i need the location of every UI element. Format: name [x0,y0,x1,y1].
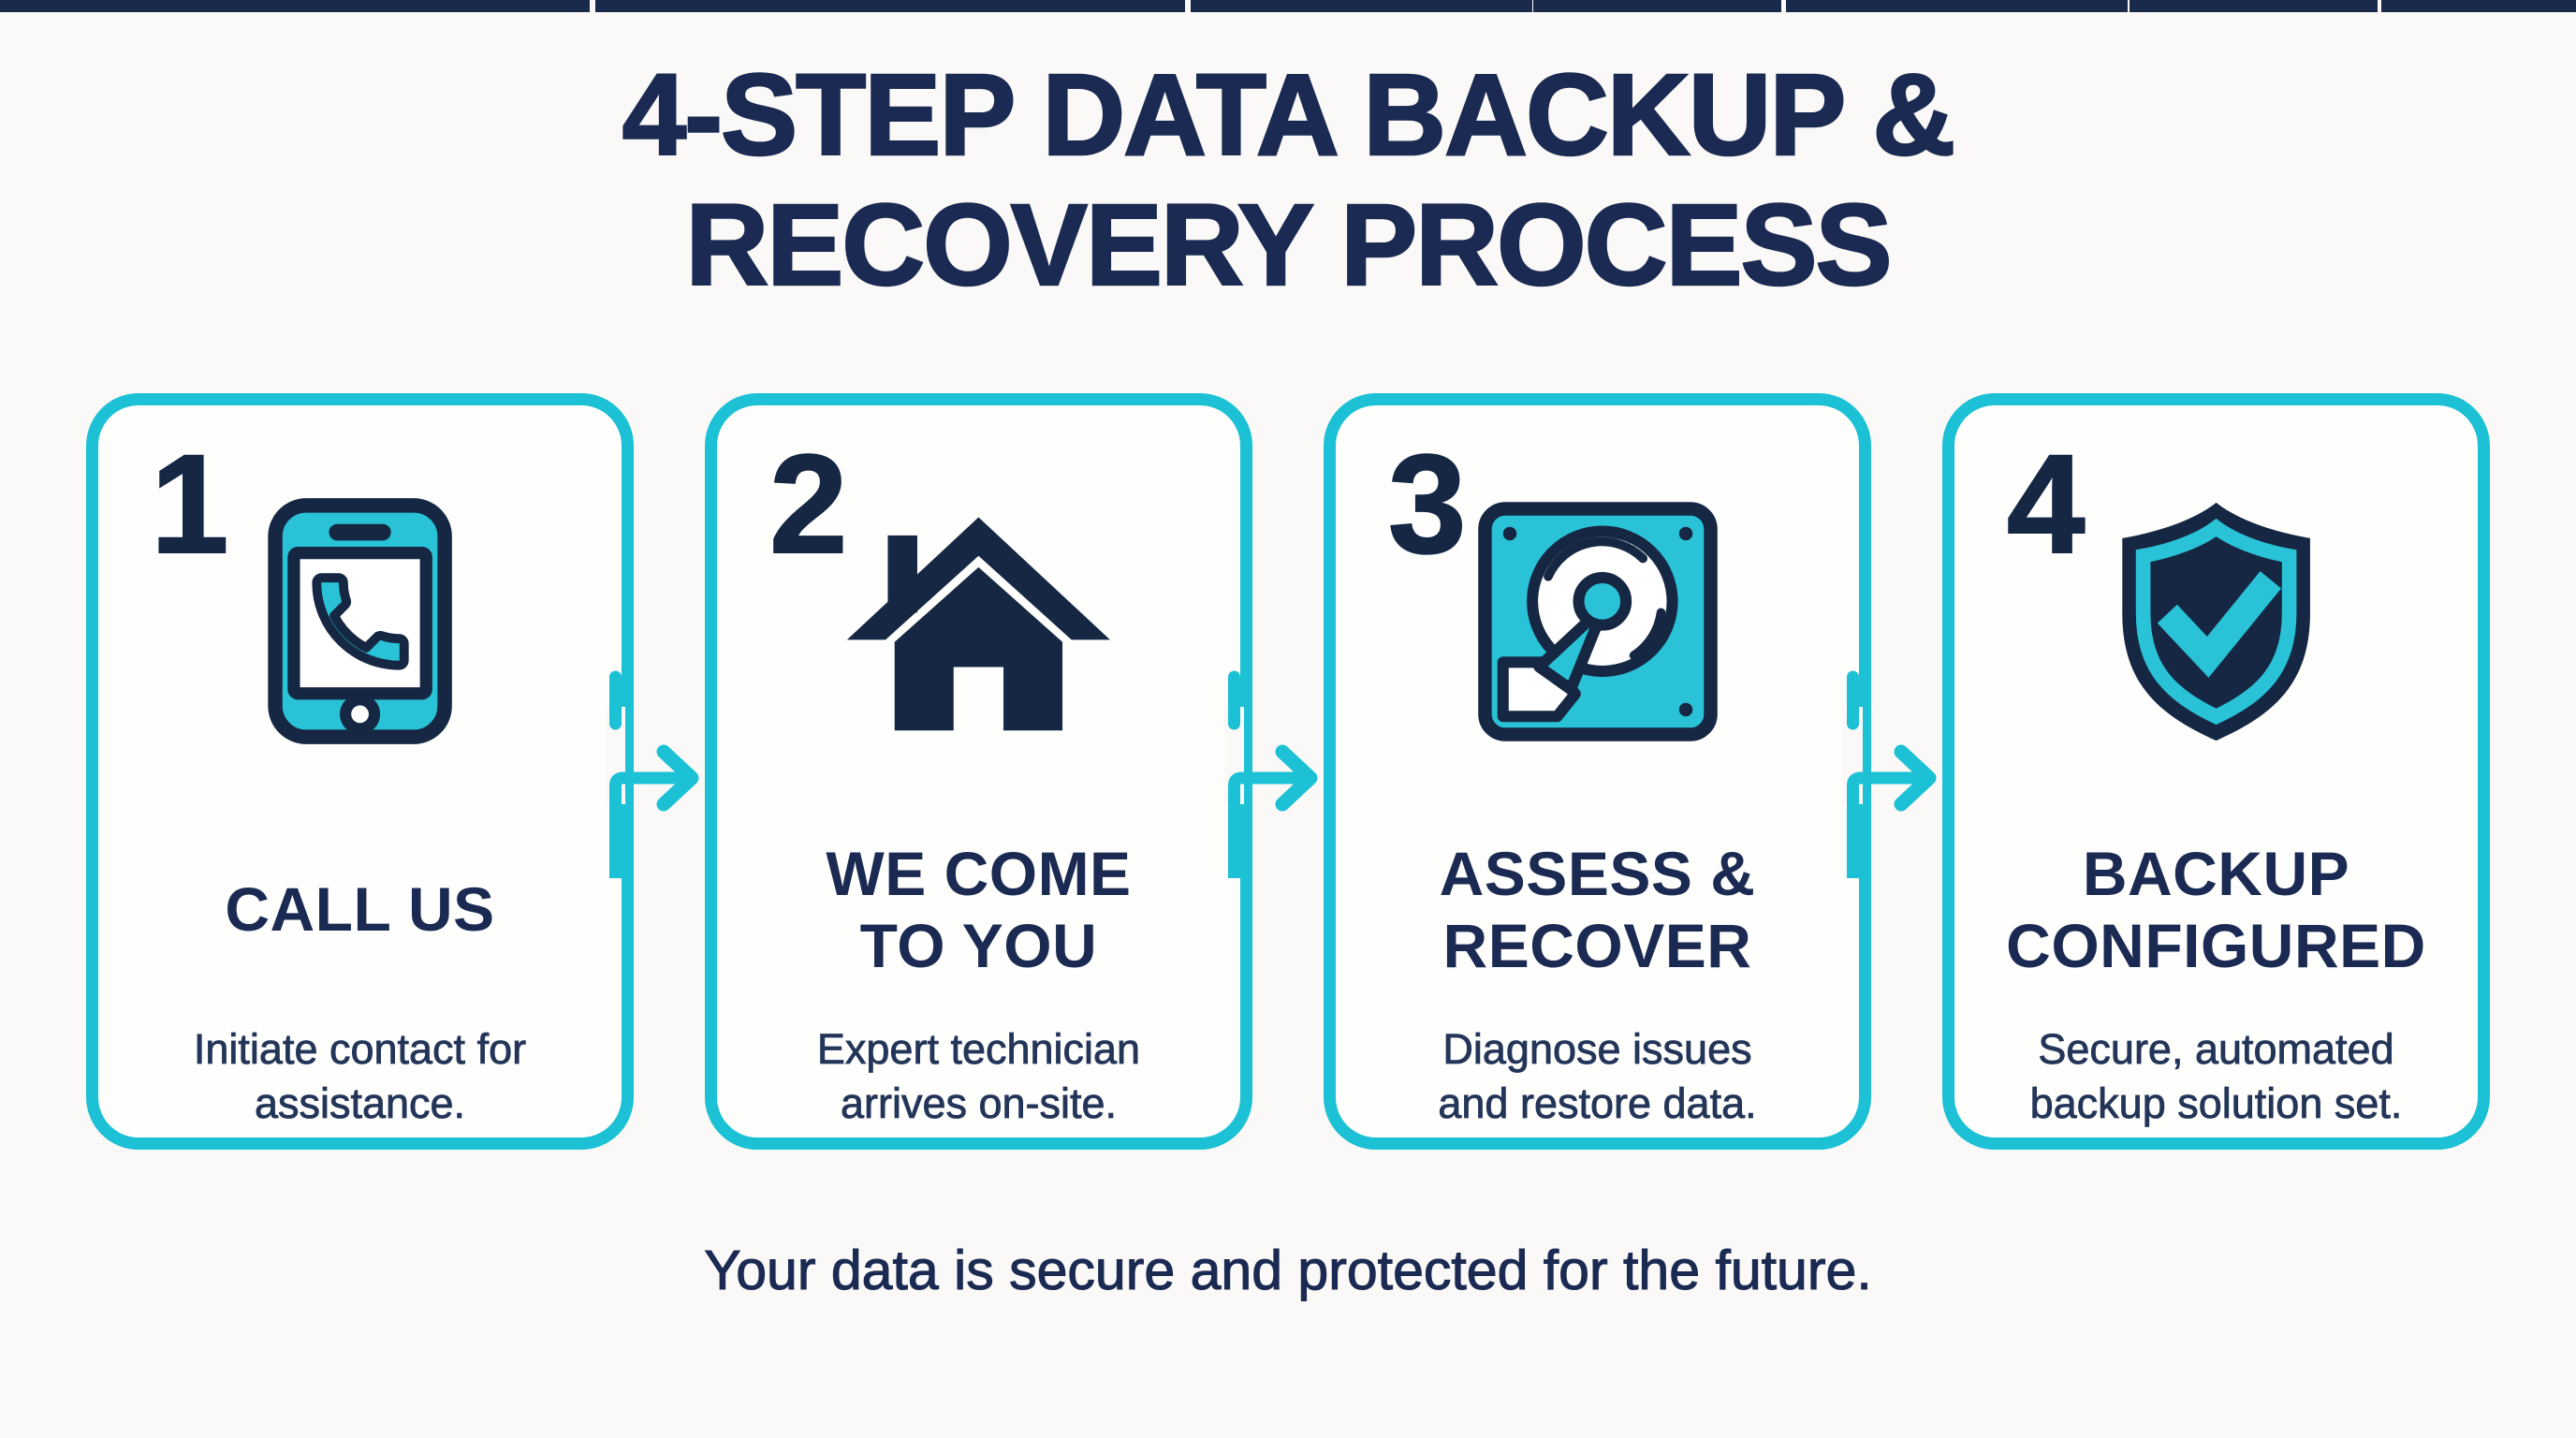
step-title: BACKUP CONFIGURED [2006,838,2426,980]
step-icon-slot [1954,494,2478,749]
step-card-4: 4 BACKUP CONFIGURED Secure, automated ba… [1942,392,2490,1150]
step-card-2: 2 WE COME TO YOU Expert technician arriv… [705,392,1318,1150]
step-icon-slot [717,494,1240,749]
phone-call-icon [268,498,452,745]
step-description: Initiate contact for assistance. [193,1024,527,1128]
step-description: Diagnose issues and restore data. [1438,1024,1757,1128]
shield-check-icon [2122,502,2310,741]
top-cropped-text-strip [0,0,2576,12]
steps-row: 1 CALL US Initiate contact for assistanc… [0,392,2576,1150]
arrow-right-icon [1847,670,1937,878]
step-icon-slot [1336,494,1859,749]
step-number: 2 [768,424,848,582]
arrow-right-icon [609,670,699,878]
step-number: 1 [150,424,229,582]
arrow-right-icon [1228,670,1318,878]
step-number: 3 [1387,424,1467,582]
step-description: Expert technician arrives on-site. [816,1024,1141,1128]
page-title: 4-STEP DATA BACKUP & RECOVERY PROCESS [622,51,1957,311]
step-icon-slot [98,494,622,749]
house-icon [846,517,1111,731]
step-title: ASSESS & RECOVER [1439,838,1756,980]
hard-drive-icon [1477,502,1718,741]
footer-caption: Your data is secure and protected for th… [704,1239,1873,1301]
step-title: WE COME TO YOU [826,838,1132,980]
step-description: Secure, automated backup solution set. [2029,1024,2403,1128]
step-card-1: 1 CALL US Initiate contact for assistanc… [86,392,699,1150]
step-card-3: 3 ASSESS & RECOVER Diagnose issues [1324,392,1937,1150]
step-title: CALL US [225,874,495,945]
step-number: 4 [2006,424,2086,582]
